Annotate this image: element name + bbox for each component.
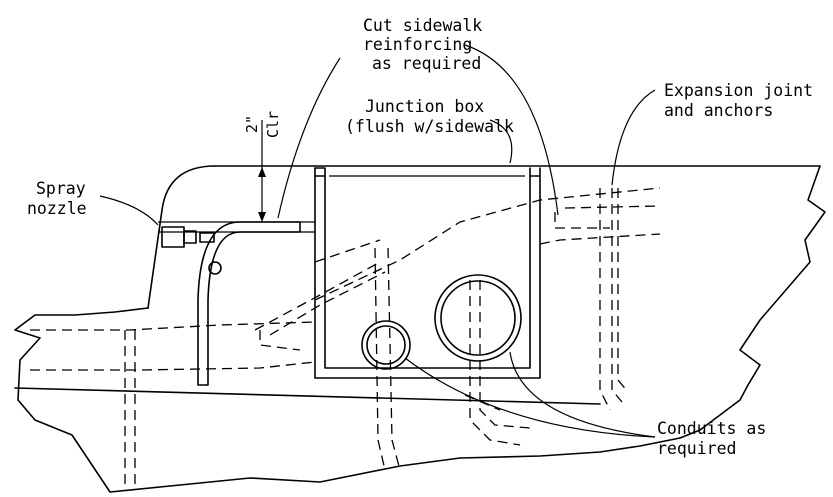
spray-nozzle-line-1: Spray (36, 179, 86, 198)
conduits-line-2: required (657, 439, 736, 458)
callout-spray-nozzle: Spray nozzle (27, 179, 87, 218)
leader-lines (99, 44, 656, 438)
callout-expansion-joint: Expansion joint and anchors (664, 81, 813, 120)
reinforcing-and-nozzle (158, 221, 315, 386)
cut-sidewalk-line-3: as required (372, 54, 481, 73)
callout-junction-box: Junction box (flush w/sidewalk (345, 97, 514, 136)
clearance-value: 2" (243, 115, 261, 133)
small-conduit (361, 320, 411, 370)
expansion-joint-line-1: Expansion joint (664, 81, 813, 100)
spray-nozzle-body (161, 226, 185, 248)
clearance-unit: Clr (264, 111, 282, 138)
callout-conduits: Conduits as required (657, 419, 766, 458)
concrete-outline (14, 165, 826, 493)
spray-nozzle-line-2: nozzle (27, 199, 87, 218)
callout-cut-sidewalk: Cut sidewalk reinforcing as required (363, 16, 482, 73)
hidden-lines (30, 187, 661, 490)
clearance-dimension: 2" Clr (243, 111, 282, 222)
cut-sidewalk-line-1: Cut sidewalk (363, 16, 482, 35)
junction-box-line-1: Junction box (365, 97, 484, 116)
junction-box-line-2: (flush w/sidewalk (345, 117, 514, 136)
junction-box (314, 167, 541, 379)
large-conduit (434, 274, 522, 362)
conduits-line-1: Conduits as (657, 419, 766, 438)
expansion-joint-line-2: and anchors (664, 101, 773, 120)
cut-sidewalk-line-2: reinforcing (363, 35, 472, 54)
